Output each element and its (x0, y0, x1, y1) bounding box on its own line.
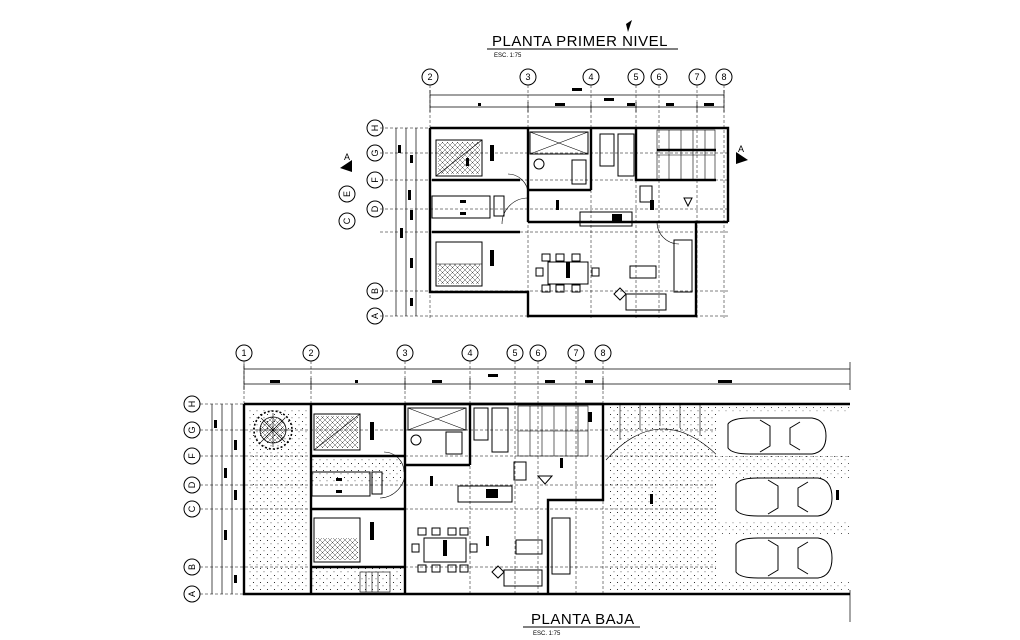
ground-dimension-text (214, 374, 732, 583)
section-marker: A A (340, 144, 748, 172)
axis-bubble: A (183, 585, 201, 603)
axis-bubble: D (183, 476, 201, 494)
svg-text:D: D (370, 205, 380, 212)
axis-bubble: 1 (235, 344, 253, 362)
axis-bubble: 5 (627, 68, 645, 86)
svg-text:7: 7 (573, 348, 578, 358)
axis-bubble: C (183, 500, 201, 518)
upper-plan-title-block: PLANTA PRIMER NIVEL ESC. 1:75 (487, 20, 678, 59)
svg-text:G: G (187, 426, 197, 433)
sofa (673, 239, 693, 293)
svg-text:4: 4 (588, 72, 593, 82)
staircase (656, 129, 716, 181)
axis-bubble: 2 (421, 68, 439, 86)
upper-dimension-text (398, 88, 714, 306)
axis-bubble: B (183, 558, 201, 576)
svg-text:A: A (738, 144, 744, 154)
car-icon (727, 417, 827, 455)
axis-bubble: A (366, 307, 384, 325)
bed-top (435, 139, 483, 177)
axis-bubble: F (366, 171, 384, 189)
ground-row-axes: H G F D C B A (183, 395, 201, 603)
svg-text:8: 8 (600, 348, 605, 358)
axis-bubble: 6 (650, 68, 668, 86)
ground-dimension-lines (211, 362, 851, 622)
svg-text:E: E (342, 191, 352, 197)
upper-plan-scale: ESC. 1:75 (494, 53, 522, 59)
axis-bubble: 5 (506, 344, 524, 362)
svg-text:G: G (370, 149, 380, 156)
svg-text:6: 6 (535, 348, 540, 358)
axis-bubble: 2 (302, 344, 320, 362)
svg-text:C: C (187, 505, 197, 512)
upper-floor-plan (428, 126, 730, 318)
tree-icon (253, 410, 293, 450)
dining-table (535, 253, 600, 293)
svg-text:A: A (344, 152, 350, 162)
svg-text:1: 1 (241, 348, 246, 358)
sofa (551, 517, 571, 575)
arrow-down-icon (683, 197, 693, 208)
axis-bubble: 3 (519, 68, 537, 86)
svg-text:8: 8 (721, 72, 726, 82)
axis-bubble: C (338, 212, 356, 230)
svg-text:A: A (370, 313, 380, 319)
axis-bubble: E (338, 185, 356, 203)
axis-bubble: F (183, 447, 201, 465)
axis-bubble: G (366, 144, 384, 162)
svg-text:3: 3 (402, 348, 407, 358)
axis-bubble: 7 (688, 68, 706, 86)
axis-bubble: 4 (461, 344, 479, 362)
ground-plan-scale: ESC. 1:75 (533, 631, 561, 637)
axis-bubble: G (183, 421, 201, 439)
svg-text:H: H (370, 125, 380, 132)
axis-bubble: 3 (396, 344, 414, 362)
axis-bubble: 8 (715, 68, 733, 86)
svg-text:H: H (187, 401, 197, 408)
axis-bubble: 8 (594, 344, 612, 362)
svg-text:B: B (370, 288, 380, 294)
car-icon (735, 537, 833, 579)
svg-text:5: 5 (512, 348, 517, 358)
svg-text:A: A (187, 591, 197, 597)
axis-bubble: 4 (582, 68, 600, 86)
axis-bubble: 6 (529, 344, 547, 362)
svg-text:D: D (187, 481, 197, 488)
svg-text:6: 6 (656, 72, 661, 82)
dining-table (411, 527, 478, 573)
ground-plan-title-block: PLANTA BAJA ESC. 1:75 (523, 611, 640, 637)
staircase (517, 405, 589, 457)
svg-text:3: 3 (525, 72, 530, 82)
upper-row-axes: H G F E D C B A (338, 119, 384, 325)
svg-text:F: F (370, 177, 380, 183)
svg-text:5: 5 (633, 72, 638, 82)
svg-text:2: 2 (308, 348, 313, 358)
arrow-down-icon (536, 475, 554, 485)
ground-plan-title: PLANTA BAJA (531, 611, 635, 628)
toilet-icon (410, 434, 422, 446)
upper-plan-title: PLANTA PRIMER NIVEL (492, 33, 668, 50)
svg-text:2: 2 (427, 72, 432, 82)
svg-text:7: 7 (694, 72, 699, 82)
svg-text:B: B (187, 564, 197, 570)
svg-text:C: C (342, 217, 352, 224)
axis-bubble: H (183, 395, 201, 413)
north-arrow-icon (626, 20, 632, 32)
upper-dimension-lines (395, 90, 725, 316)
svg-text:4: 4 (467, 348, 472, 358)
ground-column-axes: 1 2 3 4 5 6 7 8 (235, 344, 612, 362)
svg-text:F: F (187, 453, 197, 459)
ground-floor-plan (242, 402, 850, 596)
toilet-icon (533, 158, 545, 170)
axis-bubble: B (366, 282, 384, 300)
axis-bubble: 7 (567, 344, 585, 362)
axis-bubble: D (366, 200, 384, 218)
car-icon (735, 477, 833, 517)
axis-bubble: H (366, 119, 384, 137)
upper-column-axes: 2 3 4 5 6 7 8 (421, 68, 733, 86)
